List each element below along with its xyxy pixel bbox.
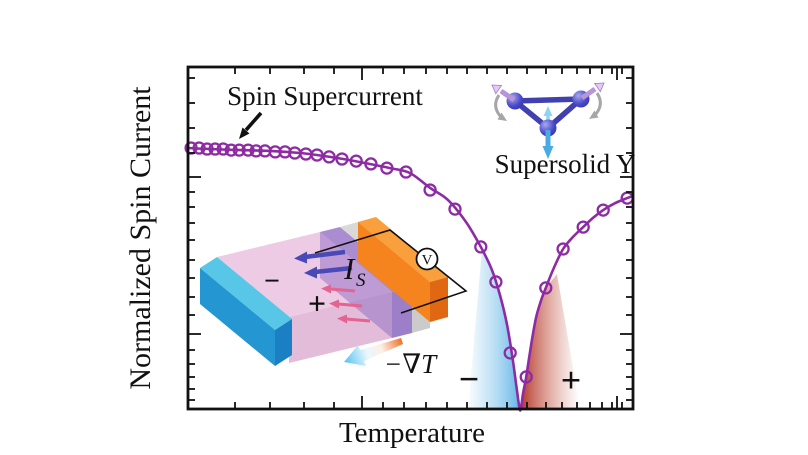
spin-current-symbol-main: I	[343, 251, 356, 286]
data-point-marker	[539, 281, 553, 295]
rotation-arrow-left-icon	[494, 94, 507, 121]
data-point-marker	[474, 240, 488, 254]
data-point-marker	[268, 145, 282, 159]
data-point-marker	[200, 142, 214, 156]
spin-arrow-upleft-icon	[491, 84, 516, 103]
data-point-marker	[503, 346, 517, 360]
data-point-marker	[249, 144, 263, 158]
data-point-marker	[364, 157, 378, 171]
spin-arrow-upright-icon	[580, 82, 605, 101]
y-axis-label: Normalized Spin Current	[124, 86, 157, 390]
negative-region-shading	[468, 246, 520, 409]
inset-minus-sign: −	[264, 266, 280, 297]
negative-region-sign: −	[459, 359, 480, 399]
data-point-marker	[241, 143, 255, 157]
x-axis-label: Temperature	[339, 417, 485, 449]
spin-arrow-down-icon	[542, 130, 554, 159]
data-point-marker	[448, 202, 462, 216]
temperature-gradient-arrow-icon	[344, 338, 403, 366]
zero-crossing-regions	[468, 246, 580, 409]
inset-plus-sign: +	[308, 285, 326, 321]
plot-border	[186, 65, 635, 411]
curve-annotation-label: Spin Supercurrent	[227, 81, 423, 111]
data-point-marker	[349, 154, 363, 168]
supersolid-spin-icon	[491, 82, 605, 159]
data-point-marker	[399, 165, 413, 179]
spin-current-symbol: I S	[343, 251, 366, 291]
data-point-marker	[208, 142, 222, 156]
data-point-marker	[224, 143, 238, 157]
rotation-arrow-right-icon	[589, 92, 602, 119]
positive-region-sign: +	[561, 360, 582, 400]
annotation-arrow-icon	[239, 111, 263, 139]
material-label: Supersolid Y	[495, 149, 636, 179]
data-point-marker	[232, 143, 246, 157]
positive-region-shading	[520, 274, 580, 409]
data-point-marker	[576, 220, 590, 234]
spin-current-arrows-icon	[294, 249, 371, 324]
data-point-marker	[489, 275, 503, 289]
data-point-marker	[310, 148, 324, 162]
voltmeter-label: V	[422, 253, 433, 269]
spin-current-symbol-sub: S	[356, 270, 366, 291]
data-point-marker	[322, 150, 336, 164]
gradient-label: −∇T	[384, 349, 438, 379]
spin-current-data-markers	[184, 141, 634, 384]
data-point-marker	[380, 161, 394, 175]
data-point-marker	[596, 203, 610, 217]
data-point-marker	[335, 152, 349, 166]
data-point-marker	[423, 183, 437, 197]
device-inset: V − + I S −∇T	[200, 217, 468, 379]
data-point-marker	[192, 141, 206, 155]
spin-sphere	[539, 119, 557, 137]
cold-contact	[200, 257, 292, 366]
data-point-marker	[519, 370, 533, 384]
voltmeter-icon	[415, 247, 439, 271]
data-point-marker	[556, 242, 570, 256]
data-point-marker	[216, 142, 230, 156]
